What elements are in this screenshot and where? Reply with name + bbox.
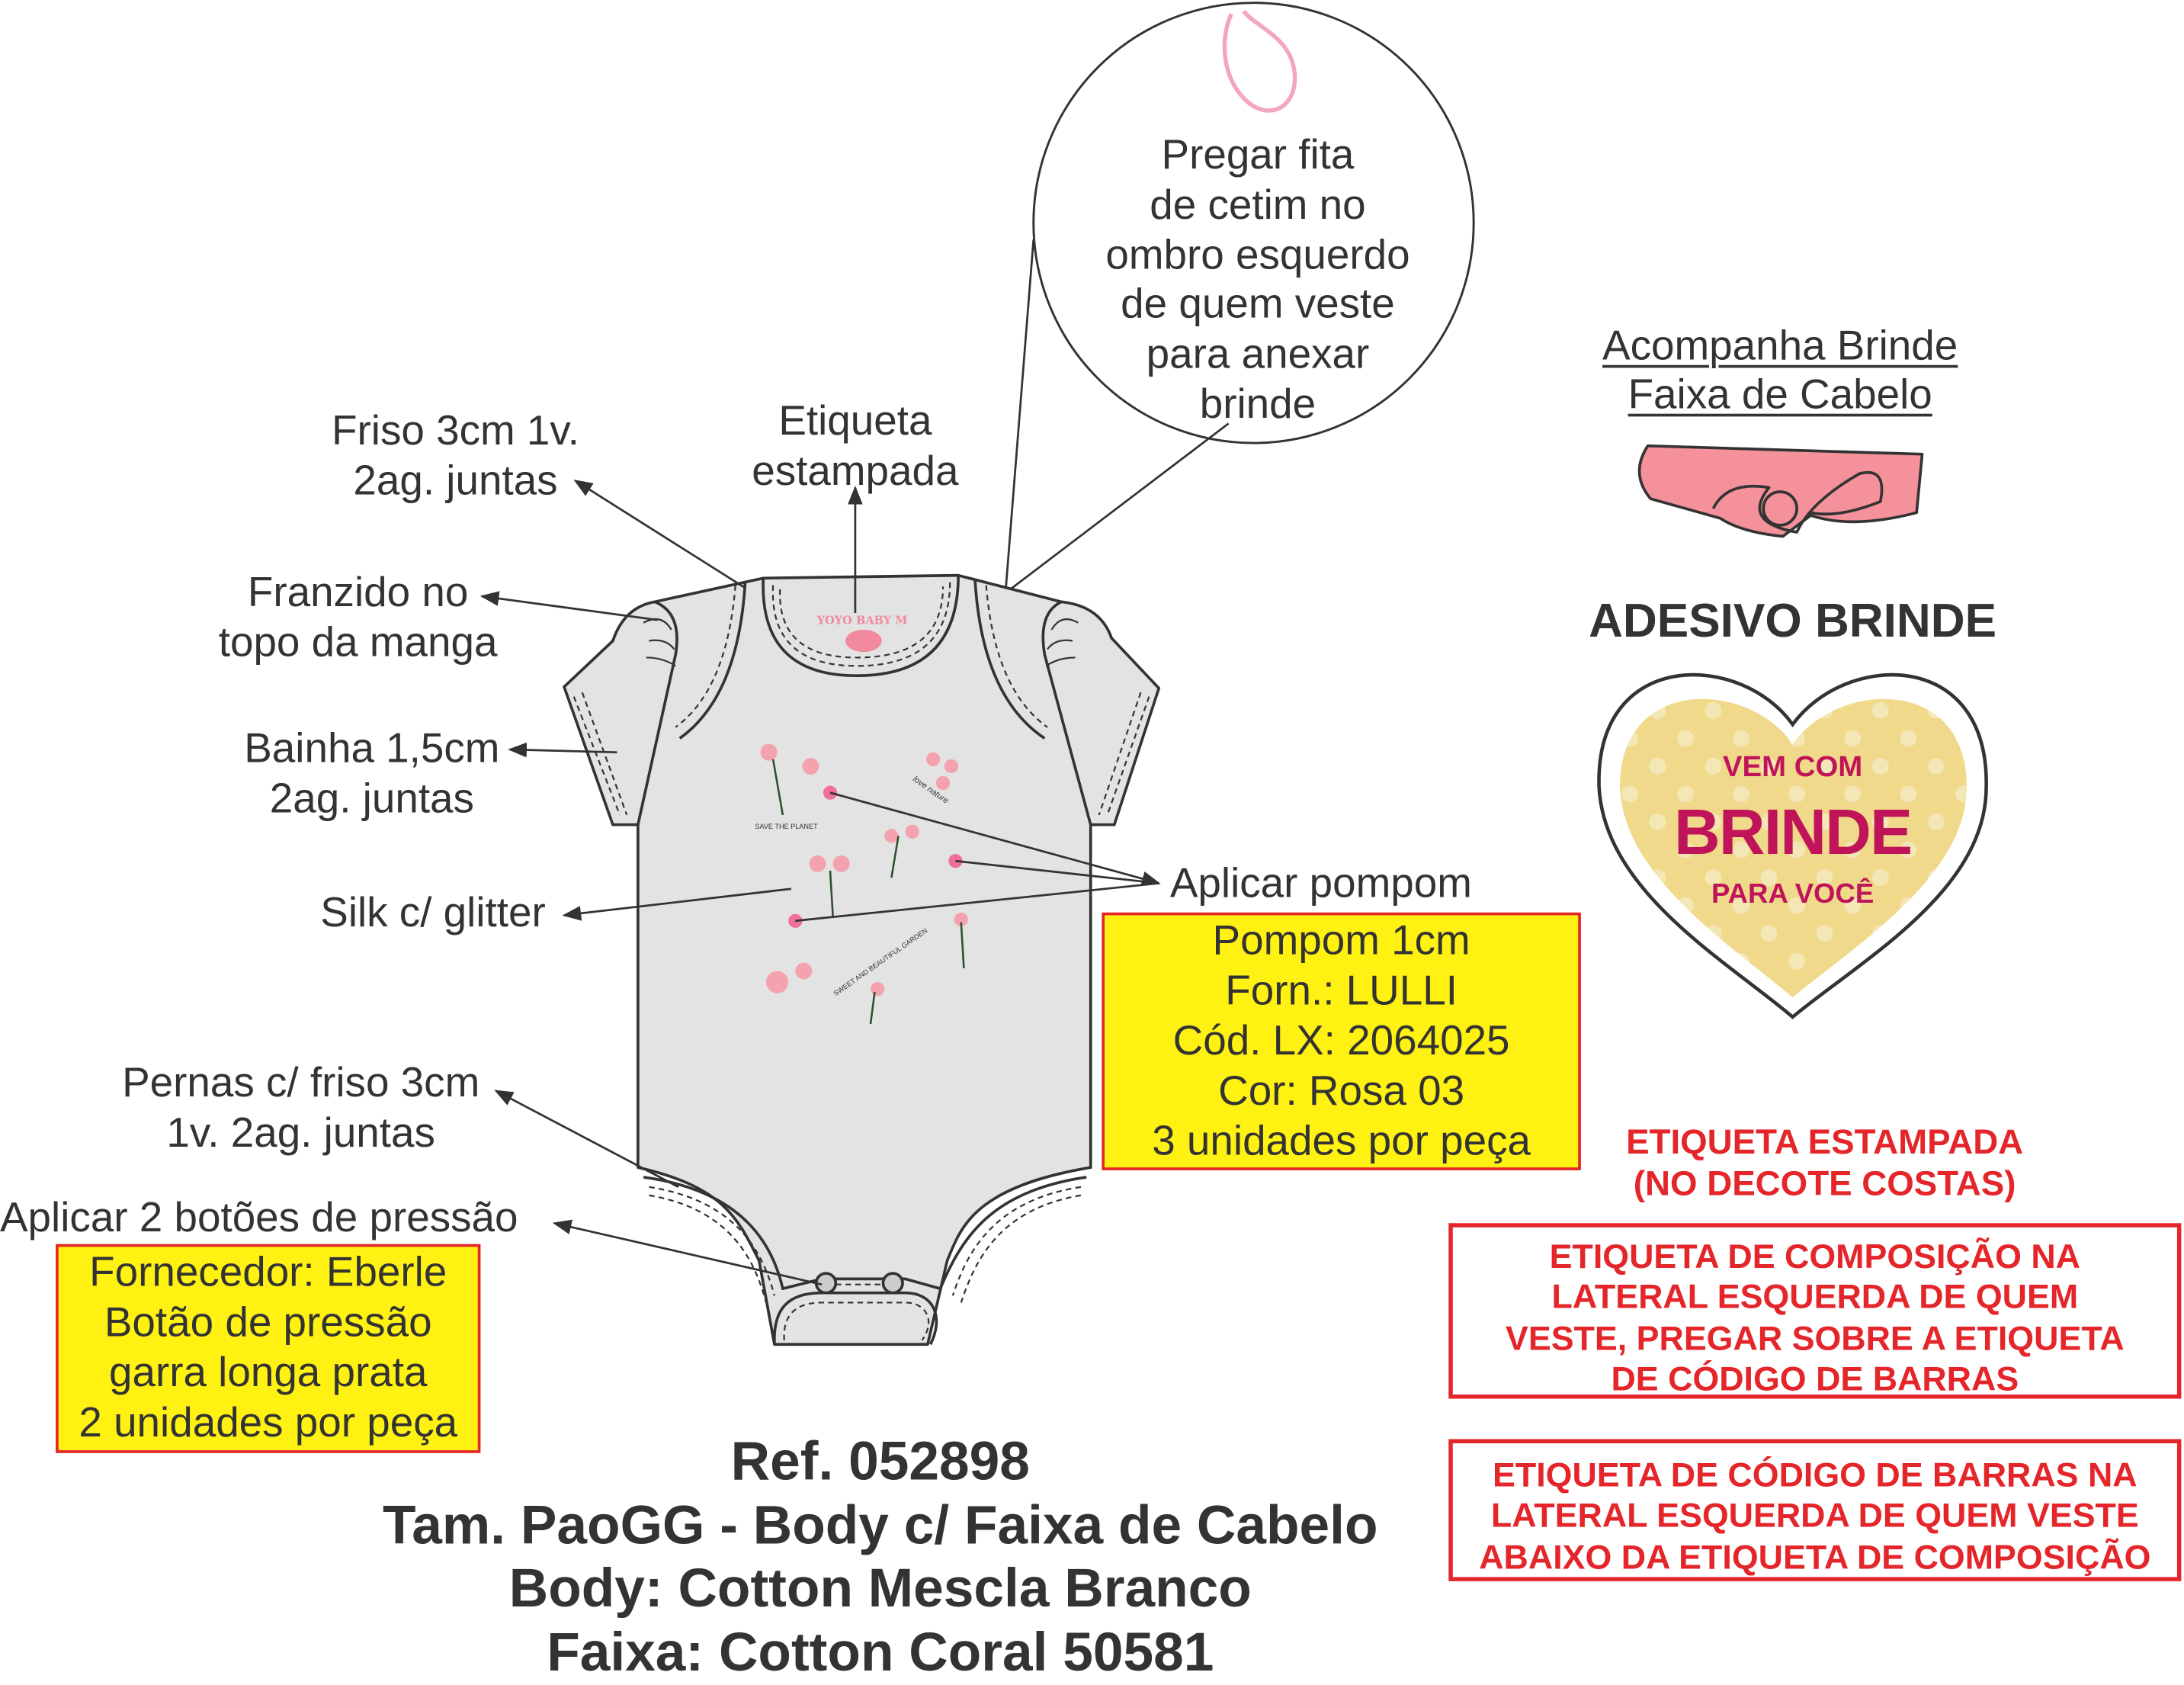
spec-line: 2 unidades por peça [79, 1400, 458, 1446]
callout-pernas: Pernas c/ friso 3cm 1v. 2ag. juntas [78, 1059, 524, 1160]
spec-line: Botão de pressão [104, 1299, 432, 1346]
callout-line: Franzido no [247, 570, 469, 616]
printed-label-note: ETIQUETA ESTAMPADA (NO DECOTE COSTAS) [1546, 1122, 2103, 1205]
note-line: (NO DECOTE COSTAS) [1633, 1164, 2016, 1204]
note-line: ETIQUETA DE CÓDIGO DE BARRAS NA [1493, 1457, 2137, 1495]
note-line: ETIQUETA ESTAMPADA [1626, 1122, 2024, 1162]
snap-button-icon [881, 1272, 904, 1295]
pompom [823, 785, 838, 800]
callout-silk: Silk c/ glitter [320, 890, 546, 936]
print-text: SAVE THE PLANET [755, 823, 818, 830]
spec-line: Pompom 1cm [1212, 918, 1470, 964]
callout-friso: Friso 3cm 1v. 2ag. juntas [278, 407, 632, 508]
product-ref: Ref. 052898 [730, 1432, 1030, 1492]
sticker-text-top: VEM COM [1722, 750, 1863, 783]
callout-line: de cetim no [1150, 181, 1366, 229]
callout-line: Etiqueta [778, 398, 932, 445]
callout-line: ombro esquerdo [1105, 232, 1410, 278]
callout-line: 2ag. juntas [269, 775, 474, 823]
spec-line: Forn.: LULLI [1225, 968, 1458, 1015]
callout-line: Pernas c/ friso 3cm [122, 1060, 480, 1106]
product-size: Tam. PaoGG - Body c/ Faixa de Cabelo [383, 1495, 1378, 1556]
callout-franzido: Franzido no topo da manga [177, 568, 539, 669]
callout-line: de quem veste [1121, 281, 1395, 329]
gift-line: Acompanha Brinde [1602, 323, 1958, 370]
headband-drawing [1637, 444, 1924, 538]
callout-line: para anexar [1146, 332, 1370, 378]
sticker-text-main: BRINDE [1673, 795, 1913, 868]
cloud-icon [845, 629, 882, 653]
callout-bainha: Bainha 1,5cm 2ag. juntas [205, 724, 540, 825]
note-line: DE CÓDIGO DE BARRAS [1611, 1360, 2019, 1399]
spec-line: garra longa prata [108, 1350, 428, 1396]
callout-line: topo da manga [218, 620, 498, 666]
product-info: Ref. 052898 Tam. PaoGG - Body c/ Faixa d… [323, 1431, 1438, 1685]
pompom-spec-box: Pompom 1cm Forn.: LULLI Cód. LX: 2064025… [1102, 912, 1581, 1170]
note-line: LATERAL ESQUERDA DE QUEM VESTE [1490, 1497, 2139, 1536]
callout-botoes: Aplicar 2 botões de pressão [0, 1195, 518, 1242]
spec-line: Cód. LX: 2064025 [1172, 1018, 1510, 1064]
sticker-text-bottom: PARA VOCÊ [1711, 878, 1875, 910]
pompom [948, 854, 963, 868]
callout-line: 2ag. juntas [353, 458, 558, 505]
callout-line: Pregar fita [1161, 132, 1355, 178]
spec-line: Fornecedor: Eberle [89, 1249, 447, 1296]
ribbon-instruction: Pregar fita de cetim no ombro esquerdo d… [1076, 131, 1438, 430]
spec-line: Cor: Rosa 03 [1218, 1068, 1465, 1115]
leader-lines [479, 480, 1161, 1286]
note-line: ABAIXO DA ETIQUETA DE COMPOSIÇÃO [1479, 1539, 2151, 1577]
spec-line: 3 unidades por peça [1152, 1119, 1531, 1165]
product-band-fabric: Faixa: Cotton Coral 50581 [547, 1622, 1214, 1683]
barcode-label-box: ETIQUETA DE CÓDIGO DE BARRAS NA LATERAL … [1448, 1439, 2182, 1581]
product-body-fabric: Body: Cotton Mescla Branco [508, 1558, 1252, 1619]
callout-line: Bainha 1,5cm [244, 725, 500, 772]
callout-line: brinde [1199, 381, 1316, 428]
gift-line: Faixa de Cabelo [1628, 371, 1932, 419]
ribbon-callout-circle [1004, 2, 1475, 592]
callout-line: estampada [752, 448, 959, 495]
composition-label-box: ETIQUETA DE COMPOSIÇÃO NA LATERAL ESQUER… [1448, 1223, 2182, 1399]
note-line: ETIQUETA DE COMPOSIÇÃO NA [1549, 1238, 2081, 1276]
neck-label-print: YOYO BABY M [816, 615, 908, 627]
bodysuit-drawing [563, 573, 1161, 1346]
gift-note: Acompanha Brinde Faixa de Cabelo [1571, 322, 1989, 419]
note-line: LATERAL ESQUERDA DE QUEM [1551, 1279, 2079, 1318]
callout-etiqueta: Etiqueta estampada [716, 397, 994, 498]
callout-line: 1v. 2ag. juntas [166, 1110, 435, 1157]
gift-sticker-heart [1597, 672, 1988, 1019]
callout-pompom: Aplicar pompom [1169, 861, 1472, 907]
satin-ribbon-icon [1222, 9, 1297, 113]
sticker-title: ADESIVO BRINDE [1589, 595, 1997, 648]
note-line: VESTE, PREGAR SOBRE A ETIQUETA [1505, 1320, 2125, 1358]
callout-line: Friso 3cm 1v. [332, 408, 579, 454]
snap-button-spec-box: Fornecedor: Eberle Botão de pressão garr… [56, 1244, 481, 1453]
